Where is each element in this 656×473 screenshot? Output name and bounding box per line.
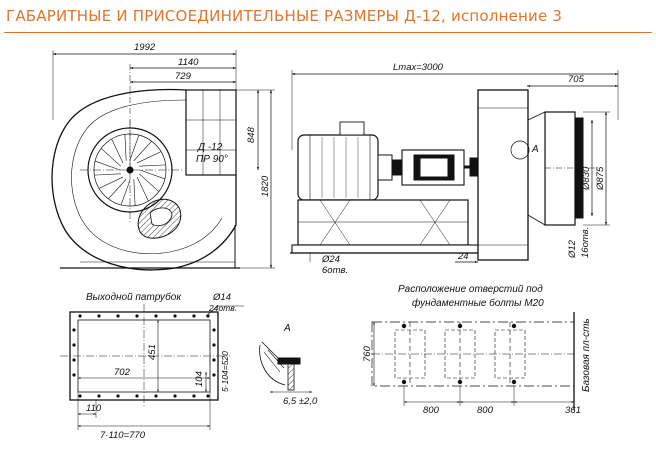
dim-729: 729	[175, 71, 192, 82]
dim-16holes: 16отв.	[580, 227, 591, 258]
dim-total-width: 1992	[134, 42, 156, 53]
impeller-blade	[108, 179, 127, 200]
dim-1140: 1140	[178, 57, 199, 68]
flange-hole	[78, 314, 82, 318]
bolt-hole	[457, 323, 463, 329]
dim-361: 361	[565, 405, 581, 416]
impeller-blade	[100, 148, 121, 167]
flange-hole	[72, 343, 76, 347]
flange-hole	[97, 314, 101, 318]
flange-hole	[116, 314, 120, 318]
dim-24: 24	[457, 251, 469, 262]
flange-hole	[72, 328, 76, 332]
flange-hole	[154, 394, 158, 398]
dim-d12: Ø12	[567, 239, 578, 259]
flange-hole	[97, 394, 101, 398]
impeller-blade	[139, 164, 166, 167]
dim-weld: 6,5 ±2,0	[283, 396, 318, 407]
callout-a: A	[531, 144, 539, 155]
detail-a-labels: A 6,5 ±2,0	[283, 323, 318, 407]
foundation-caption-line1: Расположение отверстий под	[398, 284, 543, 295]
bolt-hole	[401, 323, 407, 329]
detail-a	[259, 341, 313, 393]
label-position: ПР 90°	[196, 154, 228, 165]
dim-848: 848	[246, 126, 257, 143]
outlet-view-labels: Выходной патрубок Ø14 24отв. 451 104 5·1…	[86, 291, 237, 441]
impeller-blade	[129, 135, 140, 161]
dim-702: 702	[114, 367, 131, 378]
flange-hole	[212, 373, 216, 377]
dim-1820: 1820	[260, 175, 271, 197]
front-view-labels: 1992 1140 729 848 1820 Д -12 ПР 90°	[134, 42, 271, 197]
flange-hole	[192, 314, 196, 318]
dim-110: 110	[86, 403, 102, 414]
flange-hole	[212, 328, 216, 332]
flange-hole	[72, 358, 76, 362]
title-underline	[4, 32, 652, 33]
dim-800b: 800	[477, 405, 494, 416]
dim-760: 760	[362, 345, 373, 362]
dim-7x110: 7·110=770	[100, 430, 146, 441]
bolt-hole	[511, 323, 517, 329]
impeller-blade	[120, 179, 131, 205]
detail-a-label: A	[283, 323, 291, 334]
foundation-caption-line2: фундаментные болты М20	[412, 297, 544, 309]
impeller-blade	[136, 151, 162, 164]
impeller-blade	[124, 134, 127, 161]
side-view	[290, 70, 619, 264]
page-title: ГАБАРИТНЫЕ И ПРИСОЕДИНИТЕЛЬНЫЕ РАЗМЕРЫ Д…	[6, 7, 563, 25]
impeller-blade	[139, 169, 165, 180]
flange-hole	[116, 394, 120, 398]
dim-d830: Ø830	[581, 166, 592, 191]
flange-hole	[212, 358, 216, 362]
dim-104: 104	[194, 371, 205, 387]
base-plane-label: Базовая пл-сть	[581, 318, 592, 392]
impeller-blade	[111, 138, 124, 164]
impeller-blade	[139, 173, 160, 192]
dim-6holes: 6отв.	[322, 265, 348, 276]
flange-hole	[135, 394, 139, 398]
label-model: Д -12	[197, 142, 223, 153]
flange-hole	[154, 314, 158, 318]
flange-hole	[173, 314, 177, 318]
outlet-caption: Выходной патрубок	[86, 291, 182, 303]
impeller-blade	[136, 176, 149, 202]
dim-24holes: 24отв.	[208, 303, 237, 313]
dim-d24: Ø24	[321, 254, 340, 265]
front-view	[51, 50, 275, 271]
impeller-blade	[94, 173, 121, 176]
foundation-view-labels: Расположение отверстий под фундаментные …	[362, 284, 592, 416]
flange-hole	[212, 343, 216, 347]
impeller-blade	[95, 160, 121, 171]
flange-hole	[206, 394, 210, 398]
dim-800a: 800	[423, 405, 440, 416]
outlet-view	[60, 304, 244, 430]
flange-hole	[78, 394, 82, 398]
bolt-hole	[401, 379, 407, 385]
dim-d14: Ø14	[212, 292, 231, 303]
bolt-hole	[511, 379, 517, 385]
flange-hole	[135, 314, 139, 318]
side-view-labels: Lmax=3000 705 A Ø830 Ø875 Ø12 16отв. Ø24…	[321, 62, 606, 276]
impeller-blade	[133, 179, 136, 206]
impeller-blade	[133, 140, 152, 161]
flange-hole	[173, 394, 177, 398]
dim-705: 705	[568, 74, 585, 85]
flange-hole	[72, 373, 76, 377]
dim-lmax: Lmax=3000	[393, 62, 444, 73]
dim-451: 451	[147, 344, 158, 360]
foundation-view	[371, 312, 575, 410]
impeller-blade	[98, 176, 124, 189]
dim-5x104: 5·104=520	[220, 351, 230, 392]
dim-d875: Ø875	[595, 166, 606, 191]
bolt-hole	[457, 379, 463, 385]
flange-hole	[192, 394, 196, 398]
